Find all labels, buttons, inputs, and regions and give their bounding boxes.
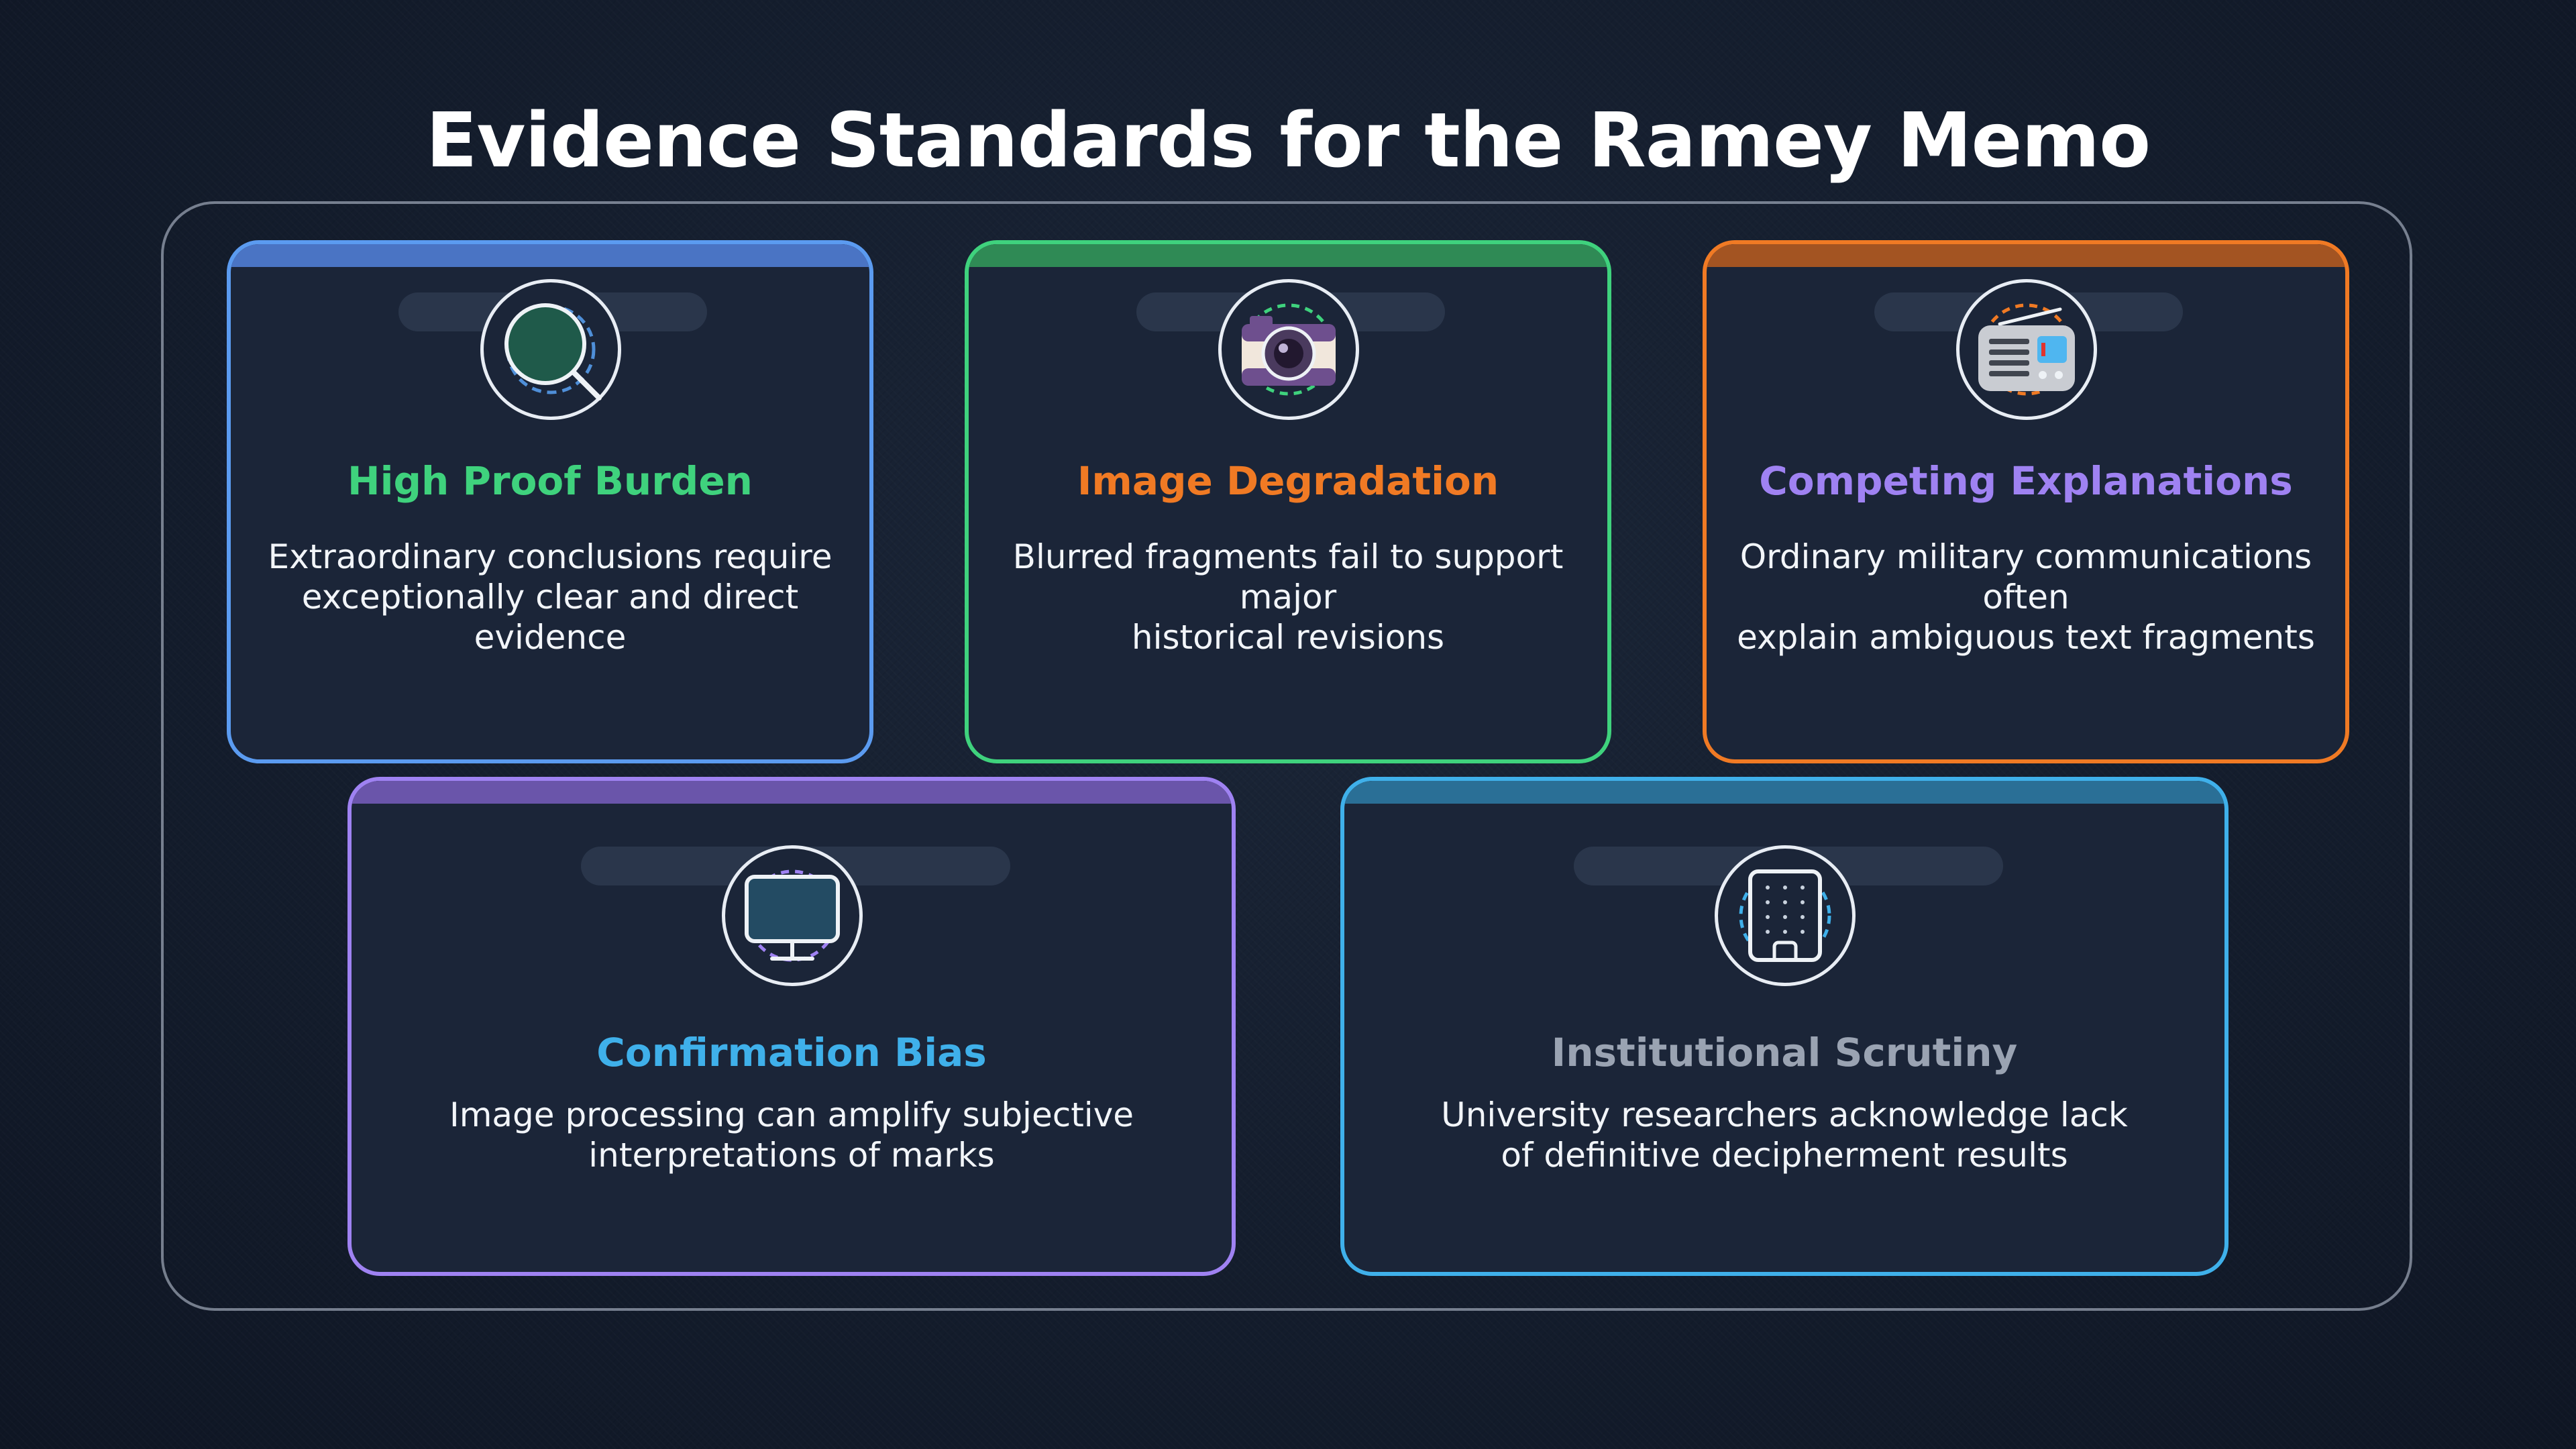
card-accent-bar <box>352 781 1232 804</box>
radio-icon <box>1956 279 2097 420</box>
card-description-line: exceptionally clear and direct evidence <box>301 578 799 657</box>
building-icon <box>1715 845 1856 986</box>
camera-icon <box>1218 279 1359 420</box>
card-confirmation-bias: Confirmation Bias Image processing can a… <box>347 777 1236 1276</box>
card-accent-bar <box>1707 244 2345 267</box>
card-accent-bar <box>969 244 1607 267</box>
card-description-line: Image processing can amplify subjective <box>449 1095 1134 1134</box>
page-title: Evidence Standards for the Ramey Memo <box>425 97 2151 184</box>
card-description-line: Blurred fragments fail to support major <box>1012 537 1564 616</box>
card-competing-explanations: Competing Explanations Ordinary military… <box>1703 240 2349 763</box>
card-description-line: interpretations of marks <box>588 1136 995 1175</box>
card-description-line: Ordinary military communications often <box>1739 537 2312 616</box>
card-heading: Competing Explanations <box>1759 458 2293 504</box>
card-description: Blurred fragments fail to support major … <box>982 537 1594 657</box>
card-description-line: Extraordinary conclusions require <box>268 537 833 576</box>
card-description: Ordinary military communications often e… <box>1720 537 2332 657</box>
card-heading: Image Degradation <box>1077 458 1499 504</box>
card-institutional-scrutiny: Institutional Scrutiny University resear… <box>1340 777 2229 1276</box>
card-description: Extraordinary conclusions require except… <box>244 537 856 657</box>
card-accent-bar <box>1344 781 2224 804</box>
card-high-proof-burden: High Proof Burden Extraordinary conclusi… <box>227 240 873 763</box>
card-description: University researchers acknowledge lack … <box>1358 1095 2211 1175</box>
card-heading: Institutional Scrutiny <box>1551 1030 2018 1075</box>
monitor-icon <box>722 845 863 986</box>
card-description-line: University researchers acknowledge lack <box>1441 1095 2128 1134</box>
magnifier-icon <box>480 279 621 420</box>
cards-frame <box>161 201 2412 1311</box>
card-description-line: explain ambiguous text fragments <box>1737 618 2315 657</box>
card-heading: Confirmation Bias <box>596 1030 987 1075</box>
card-heading: High Proof Burden <box>347 458 753 504</box>
card-image-degradation: Image Degradation Blurred fragments fail… <box>965 240 1611 763</box>
card-description: Image processing can amplify subjective … <box>365 1095 1218 1175</box>
card-description-line: of definitive decipherment results <box>1501 1136 2068 1175</box>
card-accent-bar <box>231 244 869 267</box>
card-description-line: historical revisions <box>1131 618 1445 657</box>
